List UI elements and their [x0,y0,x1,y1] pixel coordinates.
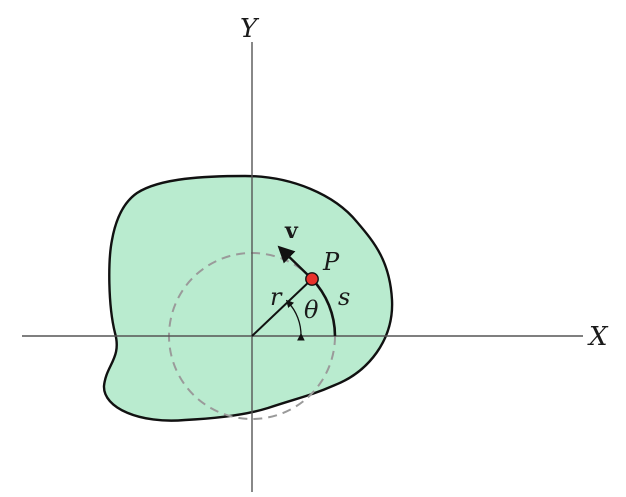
x-axis-label: X [587,322,609,352]
y-axis-label: Y [240,14,260,44]
rigid-body-region [102,174,394,422]
velocity-label: v [284,218,299,244]
point-p-marker [305,272,319,286]
radius-line [251,278,313,337]
theta-angle-arc [285,299,305,341]
point-label: P [322,248,340,276]
radius-label: r [270,283,283,311]
angle-label: θ [304,296,319,324]
arc-length-label: s [338,283,350,311]
velocity-vector [277,245,313,280]
